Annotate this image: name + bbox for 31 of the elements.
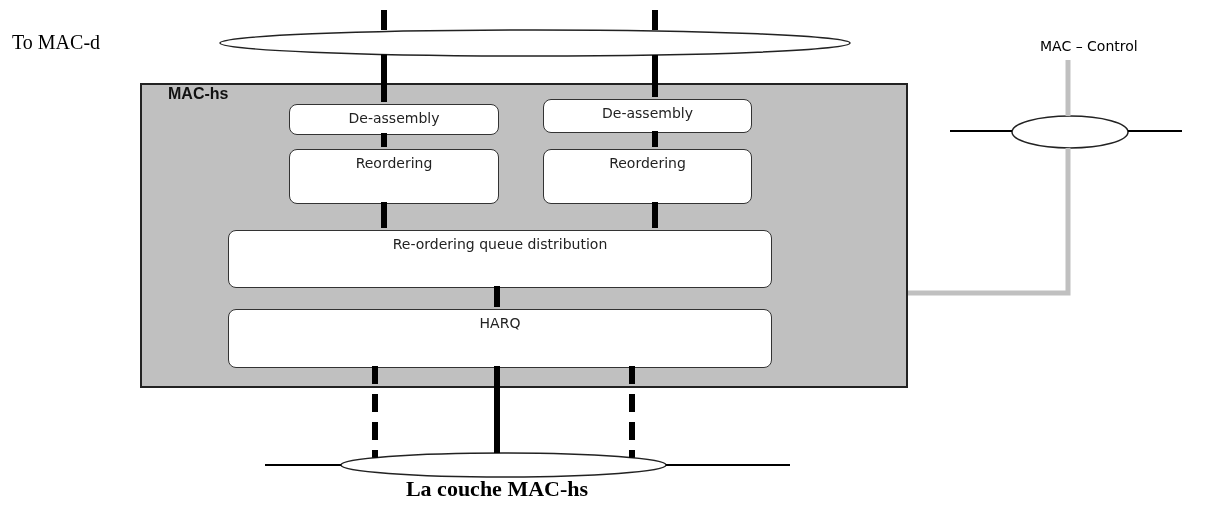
connector-line: [652, 55, 658, 97]
layer-box: [140, 83, 908, 388]
connector-line: [652, 131, 658, 147]
box-label: HARQ: [479, 315, 521, 331]
process-box: [543, 99, 752, 133]
connector-line: [494, 286, 500, 307]
connector-line: [381, 202, 387, 228]
connector-line: [652, 202, 658, 228]
ellipse-shape: [341, 453, 666, 477]
process-box: [289, 104, 499, 135]
box-label: De-assembly: [348, 110, 440, 126]
box-label: Reordering: [609, 155, 686, 171]
connector-line: [381, 133, 387, 147]
ellipse-shape: [220, 30, 850, 56]
caption: La couche MAC-hs: [405, 476, 589, 502]
ellipse-shape: [1012, 116, 1128, 148]
connector-line: [629, 366, 635, 458]
side-label: MAC – Control: [1040, 38, 1138, 54]
side-label: To MAC-d: [12, 31, 101, 54]
connector-line: [372, 366, 378, 458]
process-box: [228, 309, 772, 368]
process-box: [228, 230, 772, 288]
box-label: Re-ordering queue distribution: [392, 236, 608, 252]
box-label: Reordering: [355, 155, 433, 171]
box-label: De-assembly: [602, 105, 693, 121]
process-box: [289, 149, 499, 204]
connector-line: [381, 54, 387, 102]
connector-line: [908, 148, 1071, 296]
layer-title: MAC-hs: [168, 85, 229, 103]
process-box: [543, 149, 752, 204]
connector-line: [494, 366, 500, 453]
